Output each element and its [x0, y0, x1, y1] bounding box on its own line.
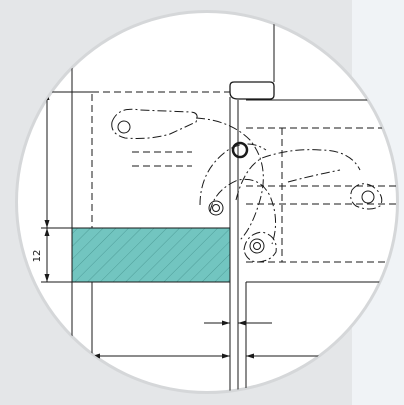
hinge-arm-curve-1	[195, 117, 264, 241]
gap-arrow-left	[222, 320, 230, 326]
pivot-lower-left	[208, 200, 224, 216]
hatched-section	[71, 227, 231, 283]
pivot-center	[231, 141, 249, 159]
hinge-arm-curve-2	[199, 143, 267, 206]
bottom-arrow-right-2	[246, 353, 254, 359]
arrowhead-bottom	[44, 274, 50, 282]
hinge-cup	[243, 231, 277, 263]
pivot-lower-left-inner	[212, 204, 220, 212]
top-bracket	[229, 81, 275, 100]
magnifier-lens	[18, 13, 396, 391]
hinge-arm-curve-3	[209, 178, 276, 245]
pivot-bottom	[249, 238, 265, 254]
pivot-bottom-inner	[253, 242, 261, 250]
gap-arrow-right	[238, 320, 246, 326]
hinge-arm-curve-4	[235, 149, 361, 201]
dashed-mounting-plate	[91, 91, 231, 229]
drawing-content	[41, 12, 397, 392]
bottom-arrow-left	[92, 353, 100, 359]
bottom-arrow-right	[222, 353, 230, 359]
hinge-arm-left	[111, 108, 198, 139]
hinge-arm-right	[350, 183, 383, 210]
pivot-left	[117, 120, 131, 134]
arrowhead-mid-down	[44, 228, 50, 236]
dimension-label-12: 12	[32, 250, 43, 263]
hinge-arm-curve-5	[287, 169, 341, 183]
arrowhead-mid-up	[44, 220, 50, 228]
pivot-right	[361, 190, 375, 204]
